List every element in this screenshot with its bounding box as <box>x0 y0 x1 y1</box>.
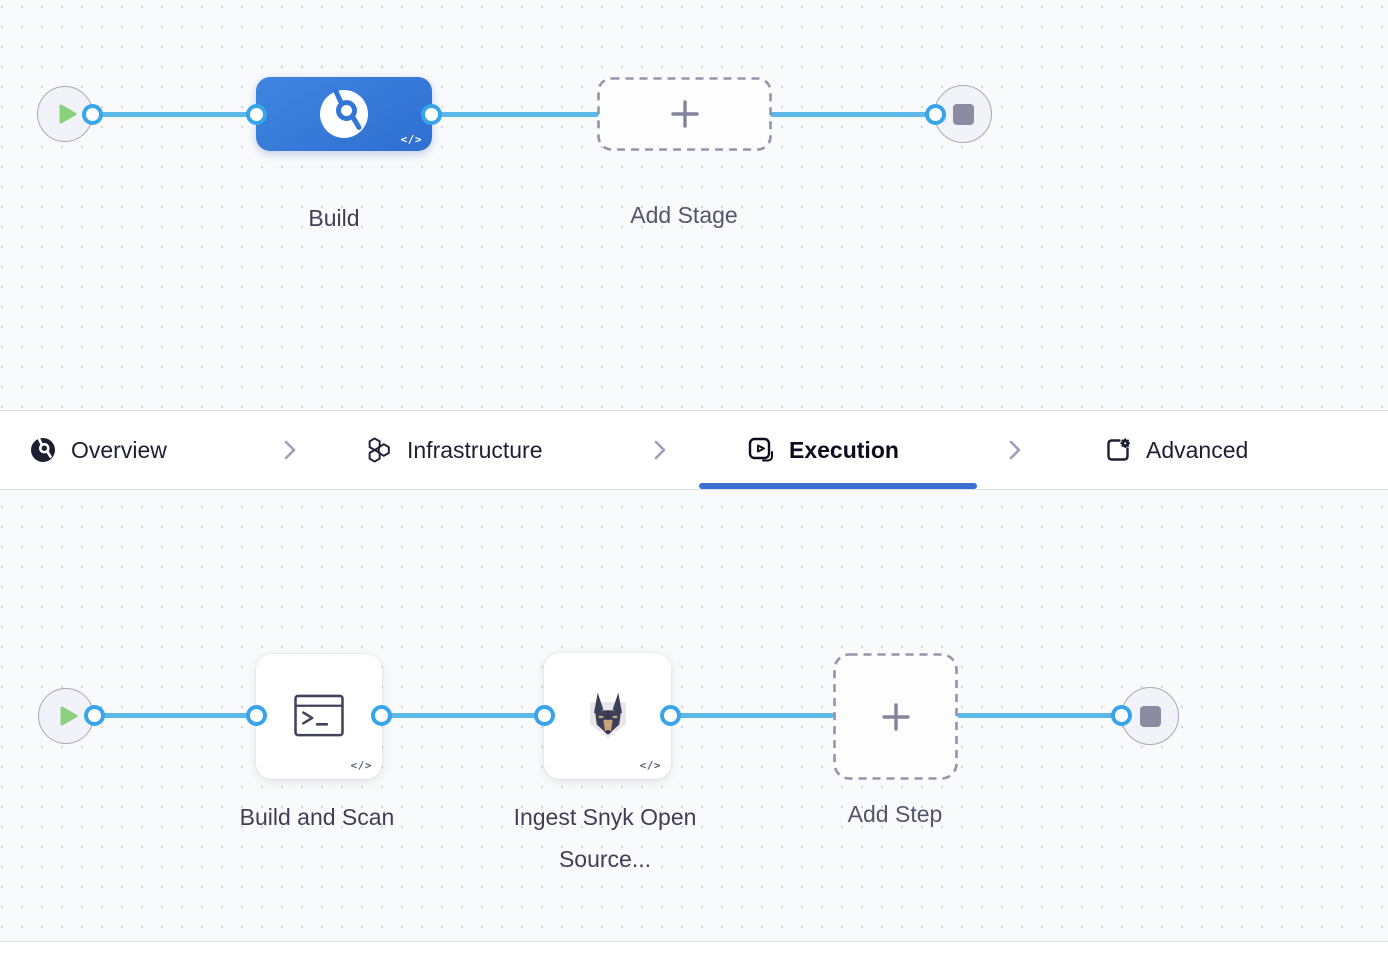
tab-execution[interactable]: Execution <box>748 411 899 489</box>
plus-icon <box>670 100 699 128</box>
step-label: Build and Scan <box>239 804 395 830</box>
plus-icon <box>881 702 910 731</box>
tab-overview[interactable]: Overview <box>30 411 167 489</box>
play-icon <box>59 104 76 124</box>
play-square-icon <box>748 437 773 462</box>
stage-build-card[interactable]: </> <box>256 77 432 151</box>
chevron-right-icon <box>278 411 302 489</box>
tab-label: Overview <box>71 436 167 463</box>
tab-advanced[interactable]: Advanced <box>1105 411 1248 489</box>
active-tab-underline <box>699 483 977 489</box>
connector-wire <box>669 713 834 718</box>
stop-icon <box>952 103 974 125</box>
ci-build-icon <box>320 89 368 138</box>
terminal-icon <box>294 694 344 737</box>
connector-port[interactable] <box>84 705 105 726</box>
connector-wire <box>770 112 936 117</box>
connector-port[interactable] <box>246 705 267 726</box>
connector-wire <box>380 713 546 718</box>
snyk-dog-icon <box>589 692 626 738</box>
add-step-button[interactable] <box>833 653 958 780</box>
connector-wire <box>957 713 1123 718</box>
pipeline-end-node[interactable] <box>934 85 992 143</box>
chevron-right-icon <box>648 411 672 489</box>
code-badge[interactable]: </> <box>400 133 422 146</box>
connector-wire <box>94 713 258 718</box>
add-step-label: Add Step <box>847 801 943 827</box>
step-ingest-snyk-card[interactable]: </> <box>544 653 671 779</box>
ci-overview-icon <box>31 437 55 462</box>
code-badge[interactable]: </> <box>350 759 372 772</box>
hexagons-icon <box>368 437 390 463</box>
chevron-right-icon <box>1003 411 1027 489</box>
canvas-bottom-edge <box>0 941 1388 954</box>
connector-port[interactable] <box>371 705 392 726</box>
connector-port[interactable] <box>534 705 555 726</box>
stop-icon <box>1139 705 1161 727</box>
code-badge[interactable]: </> <box>639 759 661 772</box>
play-icon <box>60 706 77 726</box>
tab-label: Execution <box>789 436 899 463</box>
add-stage-label: Add Stage <box>630 202 738 228</box>
page-gear-icon <box>1107 438 1130 461</box>
stage-label: Build <box>308 205 360 231</box>
connector-port[interactable] <box>925 104 946 125</box>
step-build-and-scan-card[interactable]: </> <box>256 654 382 779</box>
connector-wire <box>431 112 599 117</box>
connector-port[interactable] <box>1111 705 1132 726</box>
connector-wire <box>92 112 258 117</box>
connector-port[interactable] <box>660 705 681 726</box>
tab-label: Infrastructure <box>407 436 543 463</box>
tab-label: Advanced <box>1146 436 1249 463</box>
stage-config-tab-bar: Overview Infrastructure <box>0 410 1388 490</box>
add-stage-button[interactable] <box>597 77 772 151</box>
connector-port[interactable] <box>246 104 267 125</box>
connector-port[interactable] <box>421 104 442 125</box>
tab-infrastructure[interactable]: Infrastructure <box>365 411 543 489</box>
connector-port[interactable] <box>82 104 103 125</box>
step-label: Ingest Snyk Open Source... <box>513 804 697 872</box>
